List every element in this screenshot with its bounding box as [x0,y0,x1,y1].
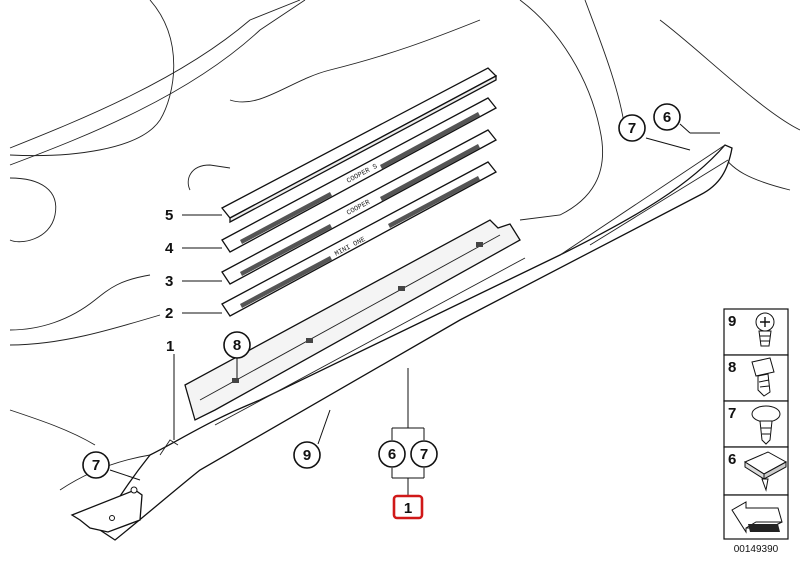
vehicle-front-arrow-icon [731,501,783,534]
callout-3: 3 [165,273,173,290]
svg-text:9: 9 [303,447,311,464]
legend-item-6: 6 [723,446,789,496]
callout-4: 4 [165,240,174,257]
legend-item-7: 7 [723,400,789,448]
legend-item-8: 8 [723,354,789,402]
diagram-id: 00149390 [734,544,779,555]
svg-text:6: 6 [663,109,671,126]
svg-text:8: 8 [728,359,736,376]
legend-panel: 9 8 7 [723,308,789,555]
svg-text:8: 8 [233,337,241,354]
legend-item-direction [723,494,789,540]
trim-plate-2: MINI ONE [221,161,497,317]
circle-callout-6-top: 6 [653,103,681,131]
trim-plate-4: COOPER S [221,97,497,253]
highlighted-callout-1[interactable]: 1 [392,494,424,520]
svg-text:7: 7 [92,457,100,474]
trim-plate-5 [221,67,498,224]
svg-text:6: 6 [728,451,736,468]
side-sill-cover [70,144,733,541]
circle-callout-6-group: 6 [378,440,406,468]
expanding-rivet-icon [751,405,781,445]
svg-text:1: 1 [404,500,412,517]
svg-text:6: 6 [388,446,396,463]
callout-2: 2 [165,305,173,322]
svg-text:7: 7 [728,405,736,422]
svg-text:9: 9 [728,313,736,330]
svg-text:7: 7 [628,120,636,137]
callout-1-left: 1 [166,338,174,355]
circle-callout-7-top: 7 [618,114,646,142]
push-clip-icon [751,357,775,397]
callout-5: 5 [165,207,173,224]
circle-callout-9: 9 [293,441,321,469]
svg-text:7: 7 [420,446,428,463]
circle-callout-7-group: 7 [410,440,438,468]
circle-callout-8: 8 [223,331,251,359]
car-body-outline [9,0,800,491]
circle-callout-7-left: 7 [82,451,110,479]
rivet-screw-icon [755,312,775,347]
leader-lines [109,123,720,496]
clip-nut-icon [743,451,788,492]
legend-item-9: 9 [723,308,789,356]
